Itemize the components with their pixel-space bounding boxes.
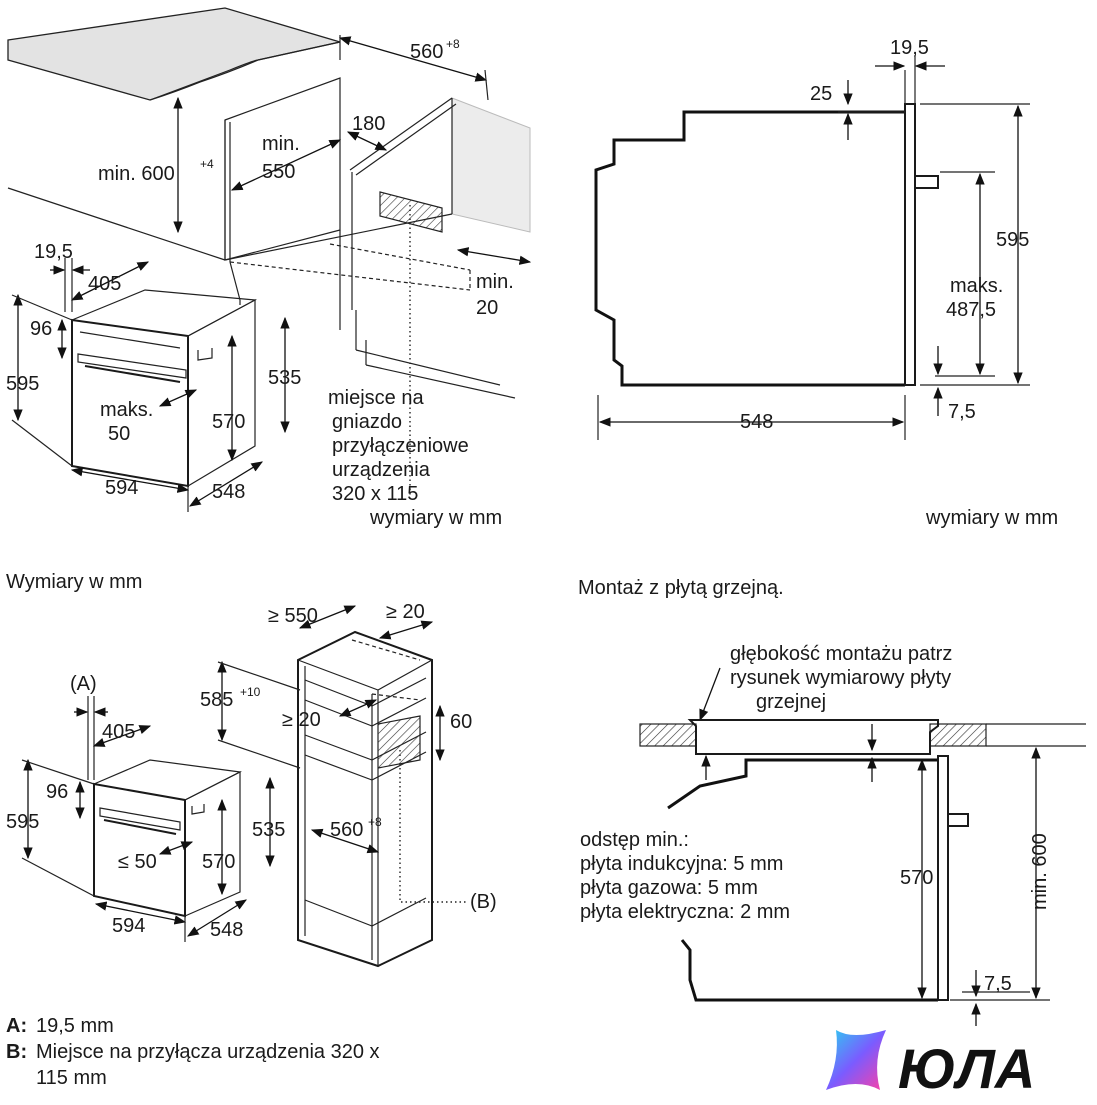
dim-min-20-a: min. [476,271,514,293]
logo-text: ЮЛА [898,1037,1035,1100]
dim-96: 96 [30,318,52,340]
hob [687,719,939,755]
dim-570: 570 [212,411,245,433]
wall-niche [451,97,531,233]
logo-star-icon [826,1030,886,1090]
legend-a-key: A: [6,1015,27,1037]
cab-dim-560: 560 [330,819,363,841]
top-right-units: wymiary w mm [925,507,1058,529]
cab-dim-60: 60 [450,711,472,733]
note-line-1: głębokość montażu patrz [730,643,952,665]
dim-min-550-b: 550 [262,161,295,183]
top-left-units: wymiary w mm [369,507,502,529]
side-dim-7-5: 7,5 [948,401,976,423]
oven-dim-96: 96 [46,781,68,803]
socket-area-b [377,715,421,769]
dim-maks-b: 50 [108,423,130,445]
bottom-right-hob-installation: Montaż z płytą grzejną. głębokość montaż… [578,577,1086,1026]
side-dim-25: 25 [810,83,832,105]
side-dim-595: 595 [996,229,1029,251]
oven-dim-548: 548 [210,919,243,941]
side-dim-19-5: 19,5 [890,37,929,59]
gap-line-2: płyta indukcyjna: 5 mm [580,853,783,875]
worktop-right [929,723,987,747]
oven-body-profile [594,110,905,387]
cab-dim-585: 585 [200,689,233,711]
side-dim-548: 548 [740,411,773,433]
oven-front-view [93,759,242,918]
oven-dim-594: 594 [112,915,145,937]
label-b: (B) [470,891,497,913]
legend-b-key: B: [6,1041,27,1063]
worktop [7,7,341,101]
dim-min-550-a: min. [262,133,300,155]
cab-dim-550: ≥ 550 [268,605,318,627]
oven-dim-535: 535 [252,819,285,841]
oven-dim-405: 405 [102,721,135,743]
socket-note-line-2: gniazdo [332,411,402,433]
cab-dim-585-sup: +10 [240,685,261,699]
dim-548: 548 [212,481,245,503]
oven-top-profile [667,758,938,810]
dim-maks-a: maks. [100,399,153,421]
label-a: (A) [70,673,97,695]
oven-perspective [71,289,258,488]
bottom-left-tall-cabinet-view: Wymiary w mm ≥ 550 ≥ 20 585 +10 ≥ 20 60 … [6,571,497,1089]
tall-cabinet [297,630,433,968]
socket-note-line-4: urządzenia [332,459,431,481]
legend-a-text: 19,5 mm [36,1015,114,1037]
oven-dim-570: 570 [202,851,235,873]
socket-area [379,191,443,233]
oven-handle [915,175,939,189]
worktop-left [639,723,697,747]
hob-dim-570: 570 [900,867,933,889]
dim-560-sup: +8 [446,37,460,51]
dim-min-20-b: 20 [476,297,498,319]
dim-19-5: 19,5 [34,241,73,263]
dim-min-600-sup: +4 [200,157,214,171]
socket-note-line-3: przyłączeniowe [332,435,469,457]
note-line-3: grzejnej [756,691,826,713]
yula-logo: ЮЛА [826,1030,1035,1100]
side-dim-maks-a: maks. [950,275,1003,297]
legend-b-text-2: 115 mm [36,1067,107,1089]
gap-line-1: odstęp min.: [580,829,689,851]
dim-535: 535 [268,367,301,389]
cab-dim-560-sup: +8 [368,815,382,829]
oven-bottom-profile [680,939,938,1002]
side-dim-maks-b: 487,5 [946,299,996,321]
hob-dim-7-5: 7,5 [984,973,1012,995]
oven-handle-profile [948,813,969,827]
gap-line-4: płyta elektryczna: 2 mm [580,901,790,923]
hob-dim-min-600: min. 600 [1029,833,1051,910]
cab-dim-20b: ≥ 20 [282,709,321,731]
dim-594: 594 [105,477,138,499]
bottom-right-title: Montaż z płytą grzejną. [578,577,784,599]
dim-180: 180 [352,113,385,135]
socket-note-line-5: 320 x 115 [332,483,418,505]
gap-line-3: płyta gazowa: 5 mm [580,877,758,899]
oven-dim-595: 595 [6,811,39,833]
oven-door-profile [937,755,949,1001]
legend-b-text: Miejsce na przyłącza urządzenia 320 x [36,1041,380,1063]
note-line-2: rysunek wymiarowy płyty [730,667,951,689]
socket-note-line-1: miejsce na [328,387,424,409]
b-leader [399,750,468,903]
dim-405: 405 [88,273,121,295]
dim-560: 560 [410,41,443,63]
cab-dim-20a: ≥ 20 [386,601,425,623]
oven-dim-le50: ≤ 50 [118,851,157,873]
top-right-side-profile: 19,5 25 595 maks. 487,5 7,5 548 wymiary … [594,37,1058,529]
oven-door [904,103,916,386]
dim-min-600: min. 600 [98,163,175,185]
bottom-left-title: Wymiary w mm [6,571,142,593]
dim-595: 595 [6,373,39,395]
top-left-installation-view: 560 +8 min. 600 +4 min. 550 180 min. 20 [6,7,532,529]
